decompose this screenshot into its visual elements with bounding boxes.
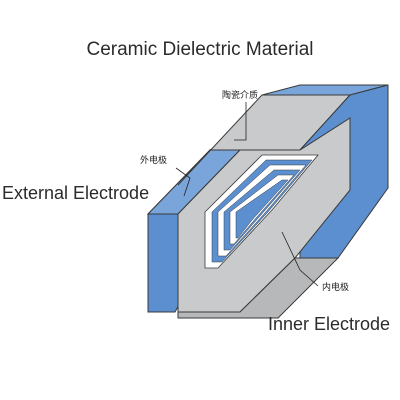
inner-label-cn: 内电极 xyxy=(322,281,349,293)
leader-ceramic xyxy=(234,102,247,141)
external-label-cn: 外电极 xyxy=(140,154,167,166)
leader-external xyxy=(175,167,191,197)
ceramic-label-cn: 陶瓷介质 xyxy=(222,89,258,101)
ceramic-bottom-face xyxy=(177,257,340,319)
external-label-en: External Electrode xyxy=(2,183,149,203)
leader-inner xyxy=(281,231,319,287)
inner-electrode-stack xyxy=(204,154,319,269)
diagram-title: Ceramic Dielectric Material xyxy=(87,39,314,60)
inner-layer-6 xyxy=(235,179,289,239)
inner-label-en: Inner Electrode xyxy=(268,314,390,334)
